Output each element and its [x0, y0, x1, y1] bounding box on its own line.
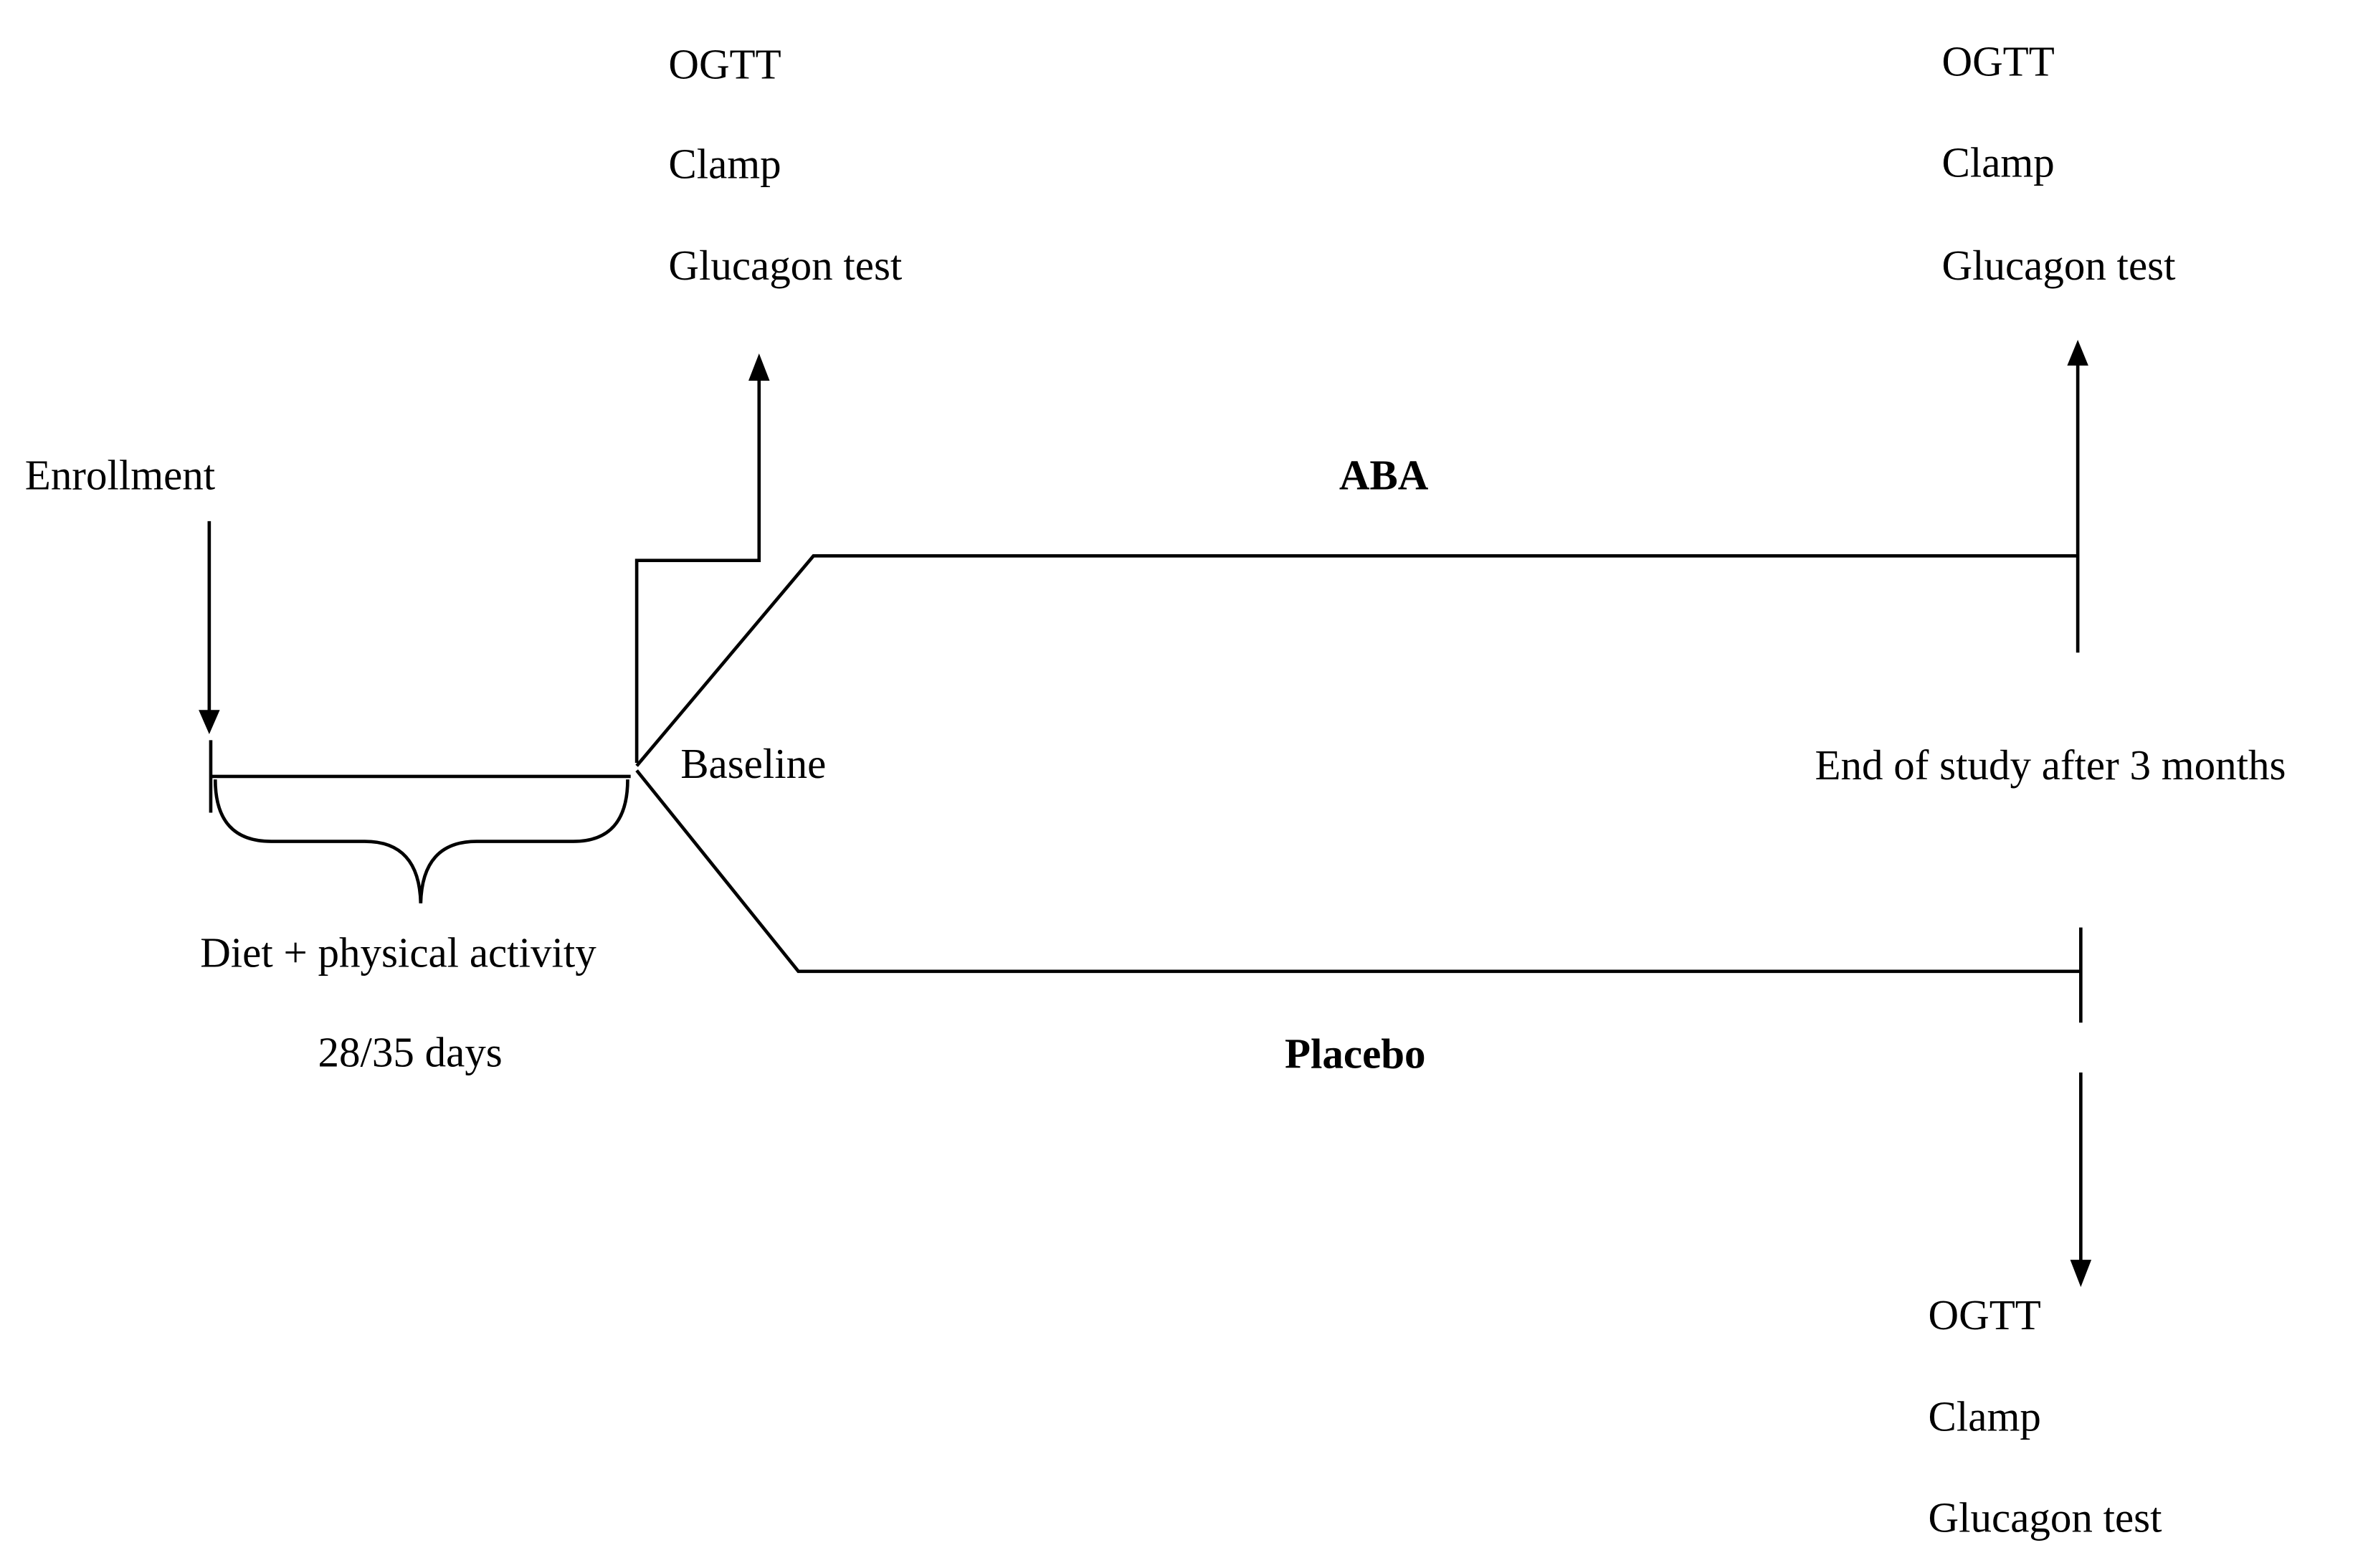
placebo-arm-line	[635, 769, 2081, 974]
baseline-test-glucagon: Glucagon test	[668, 242, 903, 289]
enrollment-arrow-head	[199, 710, 220, 734]
run-in-duration: 28/35 days	[318, 1028, 503, 1075]
end-aba-arrow-head	[2067, 340, 2088, 366]
end-placebo-test-clamp: Clamp	[1929, 1392, 2041, 1440]
placebo-label: Placebo	[1285, 1030, 1426, 1078]
baseline-test-ogtt: OGTT	[668, 41, 781, 88]
end-aba-test-glucagon: Glucagon test	[1942, 242, 2177, 289]
end-aba-test-ogtt: OGTT	[1942, 37, 2055, 85]
end-placebo-test-glucagon: Glucagon test	[1929, 1493, 2163, 1541]
end-aba-test-clamp: Clamp	[1942, 139, 2055, 186]
aba-arm-line	[635, 554, 2078, 767]
run-in-brace	[213, 779, 629, 904]
end-placebo-arrow-head	[2070, 1260, 2092, 1288]
baseline-arrow-line	[634, 377, 761, 764]
baseline-label: Baseline	[680, 740, 826, 787]
run-in-label: Diet + physical activity	[200, 928, 596, 976]
baseline-test-clamp: Clamp	[668, 141, 781, 188]
aba-label: ABA	[1339, 452, 1429, 499]
end-of-study-label: End of study after 3 months	[1815, 741, 2286, 789]
enrollment-label: Enrollment	[25, 452, 216, 499]
end-placebo-test-ogtt: OGTT	[1929, 1291, 2041, 1339]
baseline-arrow-head	[748, 353, 770, 381]
